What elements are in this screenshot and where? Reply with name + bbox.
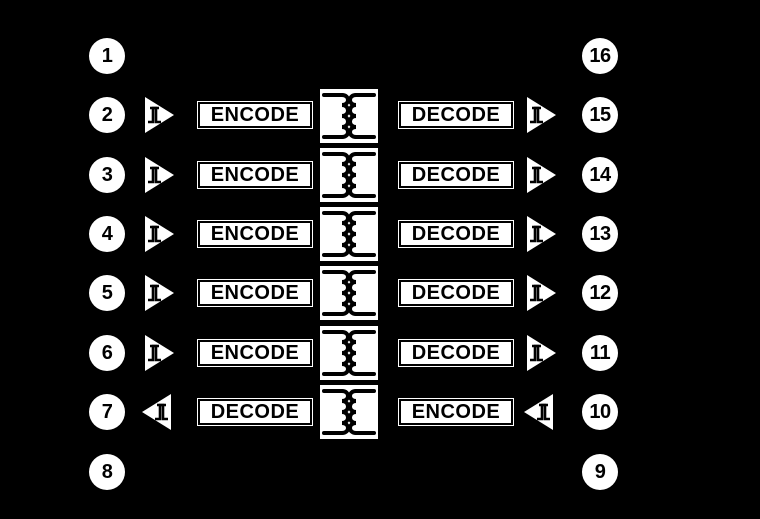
- block-label: ENCODE: [198, 162, 312, 188]
- transformer-icon-channel-6: [320, 385, 378, 439]
- pin-circle-left-2[interactable]: 2: [89, 97, 125, 133]
- encode-block-channel-5[interactable]: ENCODE: [197, 339, 313, 367]
- block-label: ENCODE: [198, 340, 312, 366]
- encode-block-channel-2[interactable]: ENCODE: [197, 161, 313, 189]
- pin-circle-right-11[interactable]: 11: [582, 335, 618, 371]
- encode-block-channel-6[interactable]: ENCODE: [398, 398, 514, 426]
- pin-label: 12: [589, 282, 611, 304]
- pin-circle-right-15[interactable]: 15: [582, 97, 618, 133]
- pin-circle-left-7[interactable]: 7: [89, 394, 125, 430]
- pin-circle-left-4[interactable]: 4: [89, 216, 125, 252]
- buffer-right-icon-out-channel-5[interactable]: [522, 333, 558, 373]
- decode-block-channel-5[interactable]: DECODE: [398, 339, 514, 367]
- pin-circle-right-10[interactable]: 10: [582, 394, 618, 430]
- buffer-right-icon-out-channel-3[interactable]: [522, 214, 558, 254]
- encode-block-channel-1[interactable]: ENCODE: [197, 101, 313, 129]
- buffer-right-icon-out-channel-1[interactable]: [522, 95, 558, 135]
- buffer-right-icon-channel-4[interactable]: [140, 273, 176, 313]
- buffer-right-icon-out-channel-2[interactable]: [522, 155, 558, 195]
- pin-circle-left-1[interactable]: 1: [89, 38, 125, 74]
- pin-circle-right-9[interactable]: 9: [582, 454, 618, 490]
- buffer-left-icon-channel-6[interactable]: [140, 392, 176, 432]
- transformer-icon-channel-3: [320, 207, 378, 261]
- pin-label: 15: [589, 104, 611, 126]
- buffer-right-icon-out-channel-4[interactable]: [522, 273, 558, 313]
- block-label: ENCODE: [198, 221, 312, 247]
- pin-label: 7: [101, 401, 113, 423]
- encode-block-channel-4[interactable]: ENCODE: [197, 279, 313, 307]
- pin-circle-left-8[interactable]: 8: [89, 454, 125, 490]
- block-label: DECODE: [198, 399, 312, 425]
- pin-label: 11: [589, 342, 611, 364]
- pin-label: 16: [589, 45, 611, 67]
- decode-block-channel-6[interactable]: DECODE: [197, 398, 313, 426]
- pin-label: 9: [594, 461, 606, 483]
- block-label: DECODE: [399, 162, 513, 188]
- transformer-icon-channel-5: [320, 326, 378, 380]
- pin-label: 1: [101, 45, 113, 67]
- pin-label: 8: [101, 461, 113, 483]
- pin-circle-left-6[interactable]: 6: [89, 335, 125, 371]
- pin-circle-left-5[interactable]: 5: [89, 275, 125, 311]
- transformer-icon-channel-2: [320, 148, 378, 202]
- buffer-right-icon-channel-2[interactable]: [140, 155, 176, 195]
- pin-label: 14: [589, 164, 611, 186]
- pin-label: 6: [101, 342, 113, 364]
- block-label: DECODE: [399, 340, 513, 366]
- block-label: ENCODE: [399, 399, 513, 425]
- pin-label: 10: [589, 401, 611, 423]
- pin-label: 13: [589, 223, 611, 245]
- block-label: ENCODE: [198, 102, 312, 128]
- buffer-right-icon-channel-5[interactable]: [140, 333, 176, 373]
- pin-circle-right-13[interactable]: 13: [582, 216, 618, 252]
- pin-circle-right-14[interactable]: 14: [582, 157, 618, 193]
- buffer-right-icon-channel-3[interactable]: [140, 214, 176, 254]
- block-label: ENCODE: [198, 280, 312, 306]
- pin-label: 5: [101, 282, 113, 304]
- pin-label: 3: [101, 164, 113, 186]
- block-label: DECODE: [399, 280, 513, 306]
- block-label: DECODE: [399, 221, 513, 247]
- pin-label: 2: [101, 104, 113, 126]
- pin-label: 4: [101, 223, 113, 245]
- buffer-right-icon-channel-1[interactable]: [140, 95, 176, 135]
- pin-circle-left-3[interactable]: 3: [89, 157, 125, 193]
- decode-block-channel-3[interactable]: DECODE: [398, 220, 514, 248]
- decode-block-channel-4[interactable]: DECODE: [398, 279, 514, 307]
- pin-circle-right-12[interactable]: 12: [582, 275, 618, 311]
- block-label: DECODE: [399, 102, 513, 128]
- encode-block-channel-3[interactable]: ENCODE: [197, 220, 313, 248]
- decode-block-channel-1[interactable]: DECODE: [398, 101, 514, 129]
- pin-circle-right-16[interactable]: 16: [582, 38, 618, 74]
- buffer-left-icon-in-channel-6[interactable]: [522, 392, 558, 432]
- transformer-icon-channel-4: [320, 266, 378, 320]
- decode-block-channel-2[interactable]: DECODE: [398, 161, 514, 189]
- transformer-icon-channel-1: [320, 89, 378, 143]
